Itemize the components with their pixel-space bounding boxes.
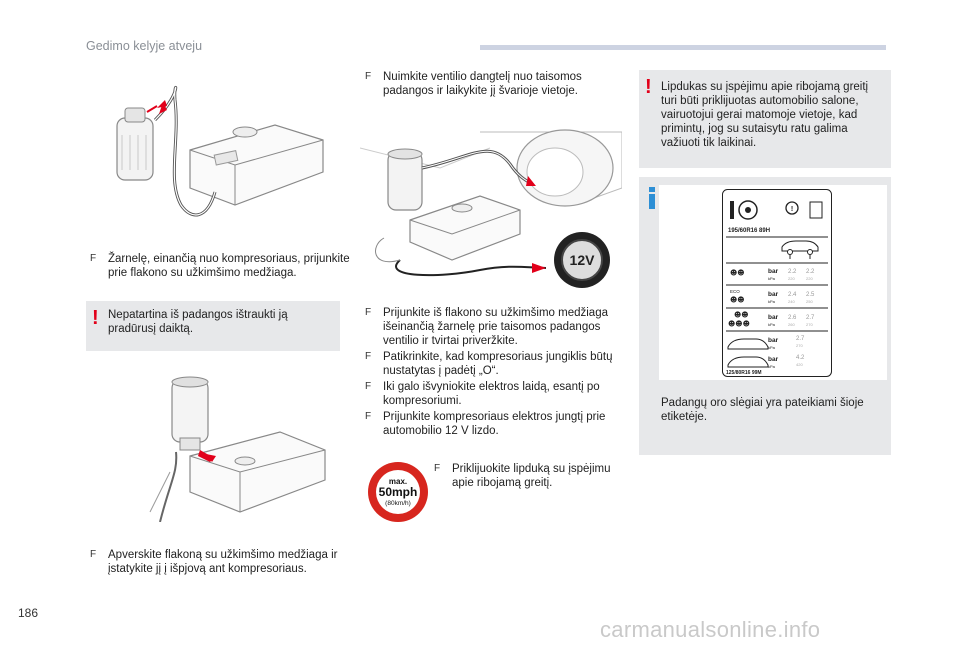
svg-text:kPa: kPa bbox=[768, 345, 776, 350]
svg-text:bar: bar bbox=[768, 268, 779, 275]
watermark: carmanualsonline.info bbox=[600, 617, 821, 642]
sticker-speed: 50mph bbox=[379, 485, 418, 499]
wheel-compressor-socket-illustration: 12V bbox=[360, 129, 622, 288]
svg-text:bar: bar bbox=[768, 337, 779, 344]
warning-box: ! Nepatartina iš padangos ištraukti ją p… bbox=[86, 301, 340, 351]
info-text: Padangų oro slėgiai yra pateikiami šioje… bbox=[661, 397, 864, 423]
svg-text:250: 250 bbox=[806, 299, 813, 304]
bottle-compressor-illustration bbox=[149, 376, 326, 522]
svg-text:bar: bar bbox=[768, 356, 779, 363]
svg-text:☻☻☻: ☻☻☻ bbox=[728, 320, 750, 328]
svg-text:420: 420 bbox=[796, 362, 803, 367]
sticker-kmh: (80km/h) bbox=[385, 500, 411, 507]
passenger-icons: ☻☻ bbox=[730, 269, 745, 277]
tyre-size-bottom: 125/80R16 99M bbox=[726, 370, 762, 376]
svg-text:kPa: kPa bbox=[768, 322, 776, 327]
svg-text:2.7: 2.7 bbox=[796, 336, 805, 342]
info-icon bbox=[649, 187, 655, 209]
svg-text:220: 220 bbox=[788, 276, 795, 281]
tyre-pressure-label: ! 195/60R16 89H ☻☻ bar kPa 2.2 220 2.2 2… bbox=[722, 189, 832, 377]
eco-label: ECO bbox=[730, 289, 740, 294]
section-title: Gedimo kelyje atveju bbox=[86, 39, 203, 53]
svg-text:☻☻: ☻☻ bbox=[734, 311, 749, 319]
info-box: ! 195/60R16 89H ☻☻ bar kPa 2.2 220 2.2 2… bbox=[639, 177, 891, 455]
svg-text:kPa: kPa bbox=[768, 299, 776, 304]
page-number: 186 bbox=[18, 606, 39, 620]
svg-text:220: 220 bbox=[806, 276, 813, 281]
svg-text:270: 270 bbox=[796, 343, 803, 348]
svg-text:☻☻: ☻☻ bbox=[730, 296, 745, 304]
svg-text:kPa: kPa bbox=[768, 364, 776, 369]
svg-text:kPa: kPa bbox=[768, 276, 776, 281]
compressor-hose-illustration bbox=[116, 86, 324, 217]
svg-text:bar: bar bbox=[768, 314, 779, 321]
svg-text:260: 260 bbox=[788, 322, 795, 327]
tyre-label-card: ! 195/60R16 89H ☻☻ bar kPa 2.2 220 2.2 2… bbox=[659, 185, 887, 380]
socket-label: 12V bbox=[570, 252, 596, 268]
svg-text:2.5: 2.5 bbox=[806, 292, 815, 298]
svg-text:2.4: 2.4 bbox=[788, 292, 797, 298]
warning-box-sticker: ! Lipdukas su įspėjimu apie ribojamą gre… bbox=[639, 70, 891, 168]
svg-text:2.2: 2.2 bbox=[806, 269, 815, 275]
sticker-max: max. bbox=[389, 477, 407, 486]
warning-icon: ! bbox=[92, 307, 99, 329]
tyre-size-top: 195/60R16 89H bbox=[728, 228, 770, 234]
svg-text:bar: bar bbox=[768, 291, 779, 298]
svg-text:2.7: 2.7 bbox=[806, 315, 815, 321]
svg-text:2.2: 2.2 bbox=[788, 269, 797, 275]
svg-text:270: 270 bbox=[806, 322, 813, 327]
header-bar bbox=[480, 45, 886, 50]
warning-icon: ! bbox=[645, 76, 652, 98]
svg-text:4.2: 4.2 bbox=[796, 355, 805, 361]
warning-mark: ! bbox=[791, 206, 793, 213]
svg-text:2.6: 2.6 bbox=[788, 315, 797, 321]
speed-limit-sticker: max. 50mph (80km/h) bbox=[368, 462, 428, 522]
svg-text:240: 240 bbox=[788, 299, 795, 304]
